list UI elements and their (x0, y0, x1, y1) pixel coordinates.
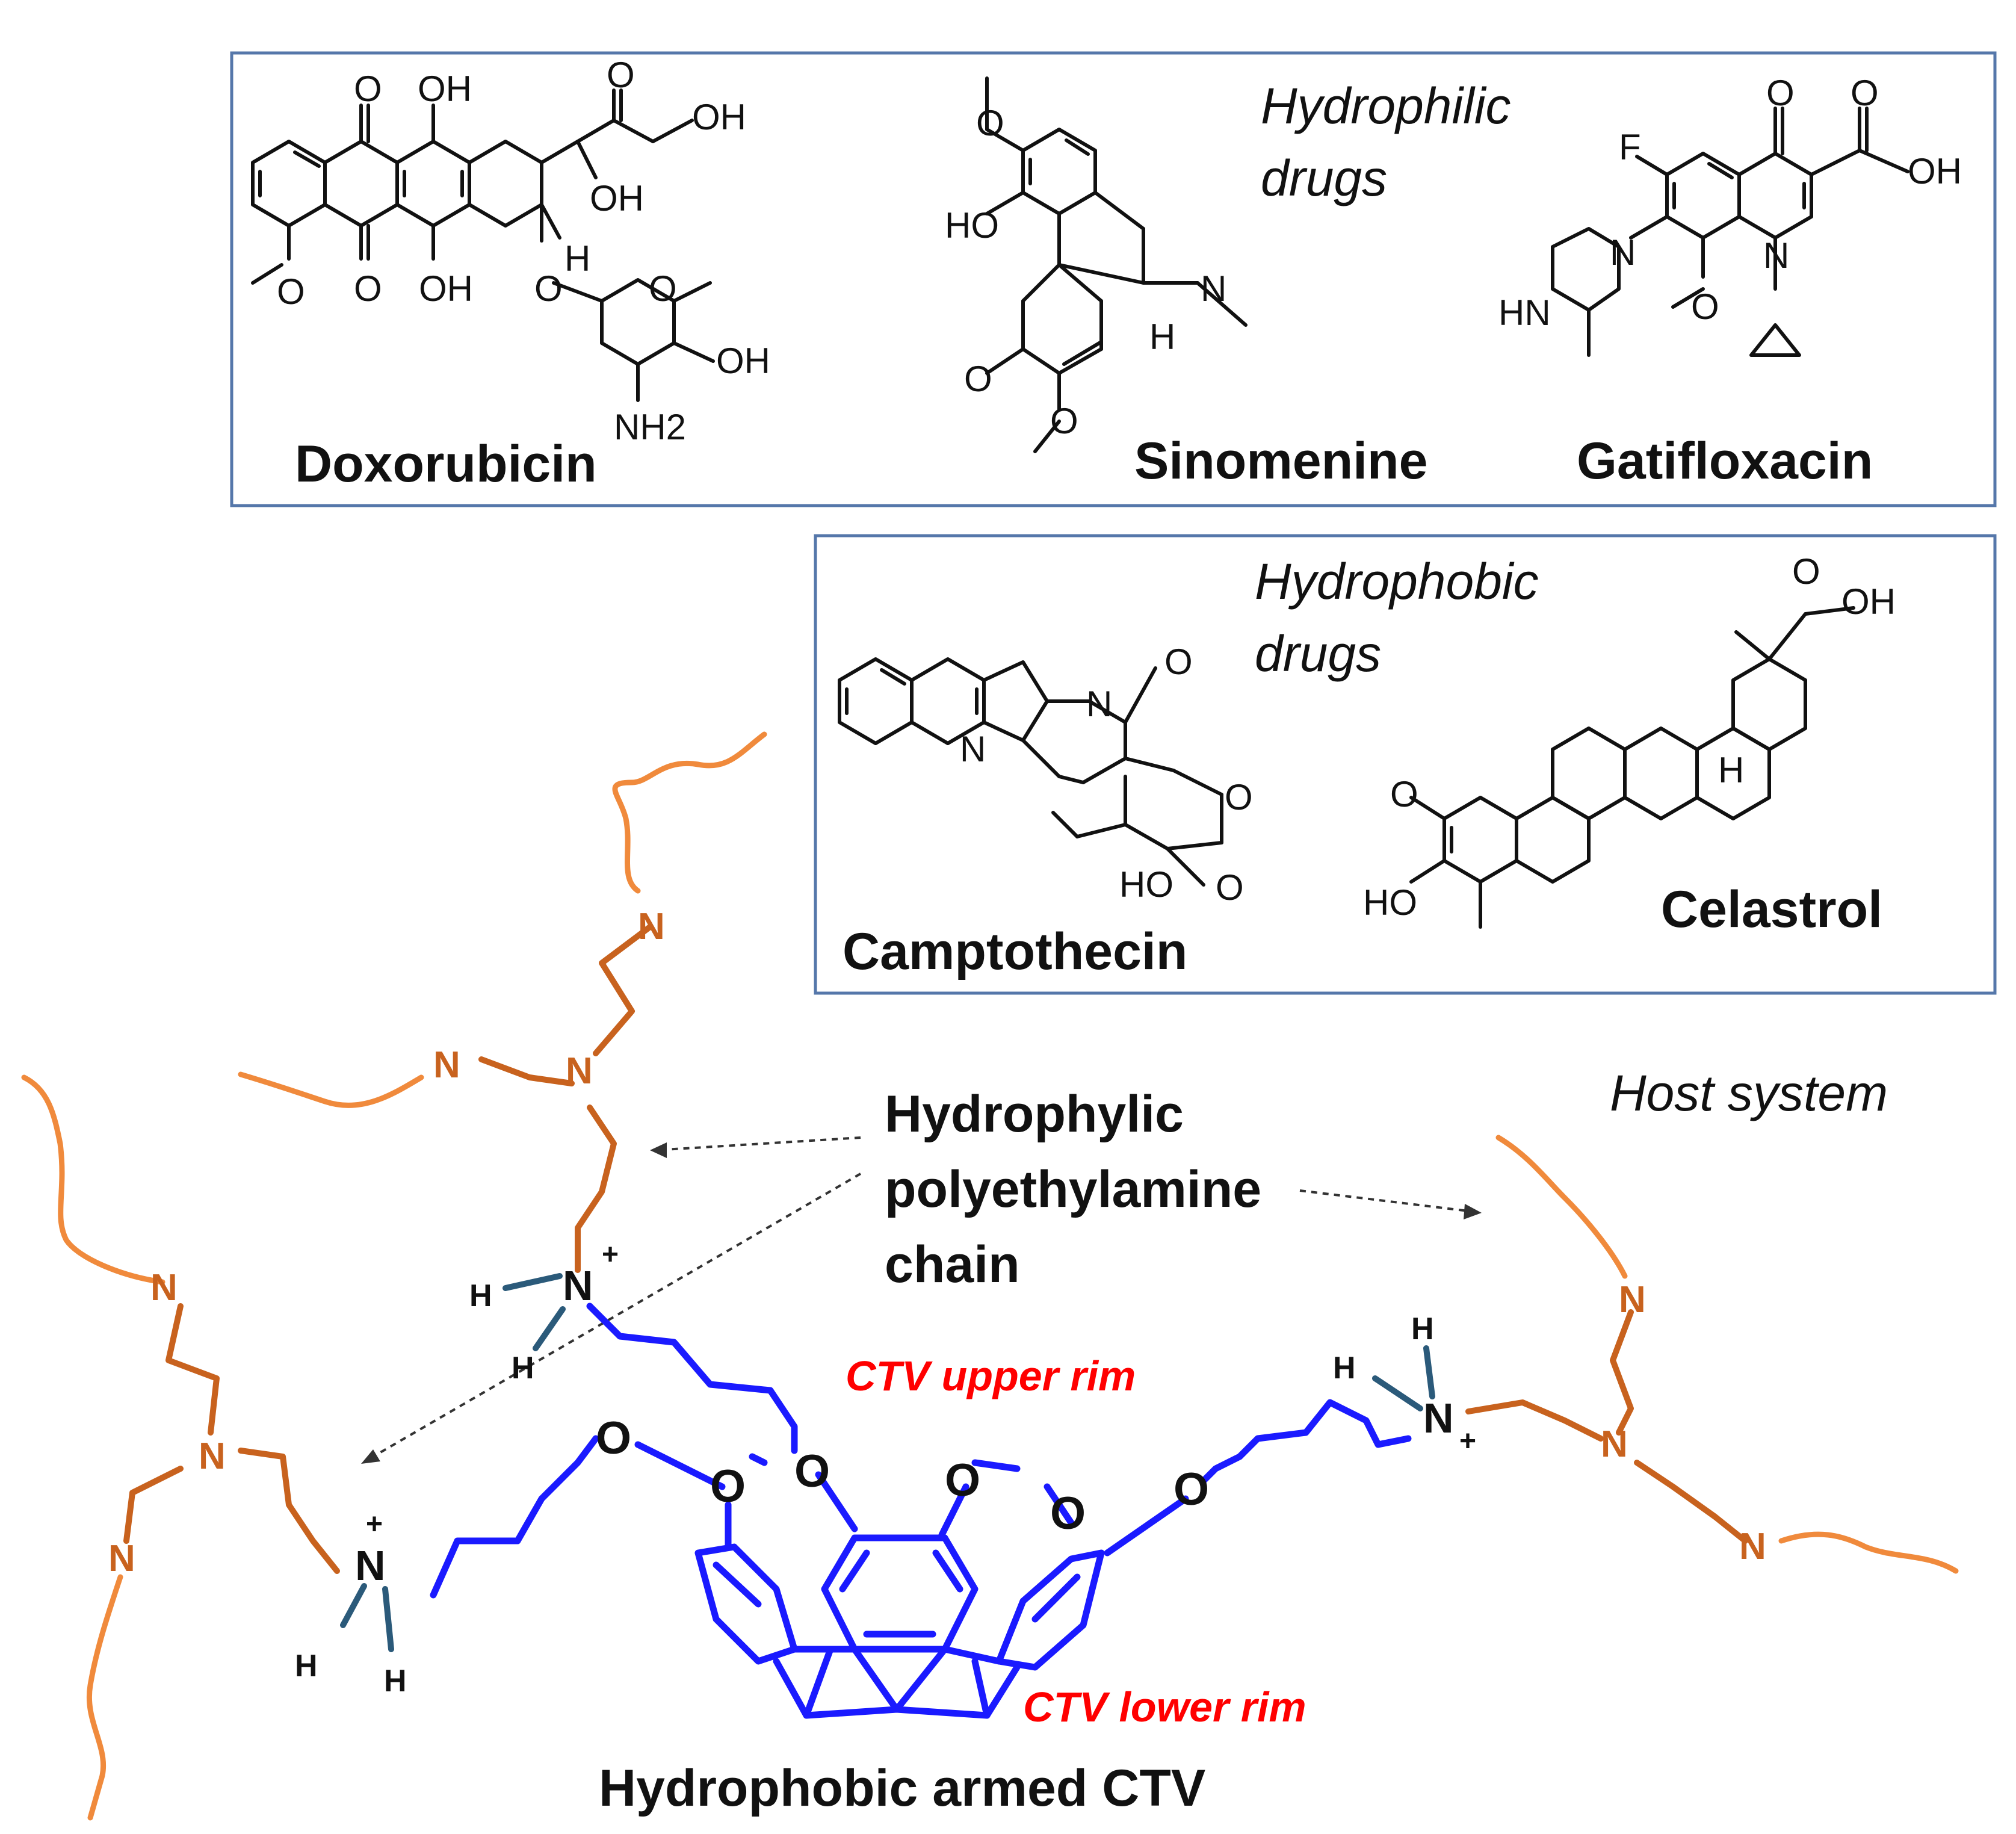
chain-right: N N N (1465, 1135, 1959, 1574)
hydrophilic-label-line2: drugs (1261, 150, 1387, 206)
ctv-core: O O O O O O (430, 1303, 1412, 1719)
ammonium-charge-upper: + (602, 1239, 619, 1271)
ammonium-charge-left: + (366, 1508, 383, 1540)
hydrophobic-label-line1: Hydrophobic (1255, 553, 1539, 610)
gati-o-methoxy: O (1691, 287, 1719, 327)
campto-ho: HO (1119, 864, 1173, 905)
cel-o-acid: O (1792, 551, 1820, 592)
ctv-o-3: O (794, 1446, 830, 1497)
dox-o-bottom: O (354, 268, 382, 309)
sino-n: N (1201, 268, 1226, 309)
dox-oh-tert: OH (590, 178, 644, 218)
ammonium-h-right-1: H (1333, 1351, 1356, 1386)
chain-n-9: N (1739, 1526, 1766, 1567)
hydrophilic-label-line1: Hydrophilic (1261, 78, 1511, 134)
cel-o-ketone: O (1390, 774, 1418, 814)
ammonium-n-upper: N (563, 1262, 593, 1309)
ammonium-h-upper-2: H (512, 1351, 534, 1386)
dox-o-ring: O (649, 268, 677, 309)
ctv-o-1: O (596, 1413, 631, 1464)
sino-o-ketone: O (964, 359, 992, 399)
gati-oh: OH (1908, 151, 1962, 191)
chain-n-6: N (108, 1538, 135, 1579)
drug-name-camptothecin: Camptothecin (843, 923, 1187, 981)
gati-o-acid: O (1851, 73, 1879, 113)
dox-o-methoxy: O (277, 271, 305, 312)
ammonium-n-right: N (1423, 1395, 1454, 1442)
chain-label-line2: polyethylamine (885, 1160, 1261, 1218)
ctv-core-label: Hydrophobic armed CTV (599, 1759, 1205, 1817)
chain-n-8: N (1601, 1424, 1628, 1465)
ammonium-h-left-2: H (384, 1664, 407, 1699)
dox-oh-sugar: OH (716, 341, 770, 381)
camptothecin-structure: N N O O HO O (838, 642, 1253, 908)
dox-o-top: O (354, 69, 382, 109)
campto-o-lactam: O (1164, 642, 1193, 682)
chain-left: N N N (21, 1074, 340, 1821)
sino-o-methoxy-bottom: O (1050, 401, 1078, 441)
gati-n-piperazine: N (1610, 232, 1636, 273)
drug-name-sinomenine: Sinomenine (1134, 432, 1427, 490)
ammonium-left: N + H H (295, 1508, 407, 1699)
hydrophobic-label-line2: drugs (1255, 625, 1381, 682)
ctv-o-2: O (710, 1461, 746, 1512)
cel-ho: HO (1363, 882, 1417, 923)
drug-name-gatifloxacin: Gatifloxacin (1577, 432, 1873, 490)
ammonium-h-right-2: H (1411, 1312, 1434, 1346)
doxorubicin-structure: O OH O OH OH O O OH O H O OH NH2 (251, 55, 770, 447)
gati-hn: HN (1498, 293, 1551, 333)
gatifloxacin-structure: O O OH F N N HN O (1498, 73, 1962, 357)
ctv-o-6: O (1173, 1464, 1209, 1515)
campto-o-ester: O (1216, 867, 1244, 908)
chain-n-5: N (199, 1436, 226, 1477)
drug-name-doxorubicin: Doxorubicin (295, 435, 597, 493)
sino-ho: HO (945, 205, 999, 246)
dox-oh-end: OH (692, 97, 746, 137)
sinomenine-structure: O HO N H O O (945, 76, 1248, 453)
ammonium-right: N + H H (1333, 1312, 1476, 1457)
dox-nh2: NH2 (614, 407, 686, 447)
ammonium-upper: N + H H (469, 1239, 619, 1386)
drug-name-celastrol: Celastrol (1661, 881, 1882, 938)
ammonium-h-upper-1: H (469, 1278, 492, 1313)
campto-o-ring: O (1225, 777, 1253, 817)
ammonium-n-left: N (355, 1542, 386, 1589)
campto-n-quinoline: N (960, 729, 986, 769)
ctv-lower-rim-label: CTV lower rim (1023, 1684, 1306, 1730)
ctv-o-5: O (1050, 1488, 1086, 1539)
campto-n-lactam: N (1086, 684, 1112, 724)
dox-oh-top: OH (418, 69, 472, 109)
chain-n-4: N (150, 1267, 178, 1309)
ammonium-h-left-1: H (295, 1649, 318, 1684)
dox-oh-bottom: OH (419, 268, 473, 309)
hydrophilic-drugs-panel (230, 51, 1997, 507)
chain-n-7: N (1619, 1279, 1646, 1321)
dox-h: H (564, 238, 590, 279)
chain-n-3: N (566, 1050, 593, 1092)
gati-o-keto: O (1766, 73, 1795, 113)
ctv-upper-rim-label: CTV upper rim (846, 1352, 1136, 1399)
sino-o-methoxy-top: O (976, 103, 1004, 143)
cel-oh: OH (1841, 581, 1896, 622)
chain-label-line3: chain (885, 1236, 1020, 1293)
chain-upper-left: N N N (238, 731, 767, 1273)
dox-o-glyco: O (534, 268, 563, 309)
chain-label-line1: Hydrophylic (885, 1085, 1184, 1143)
ammonium-charge-right: + (1459, 1425, 1476, 1457)
chain-n-2: N (433, 1044, 460, 1086)
host-system-title: Host system (1610, 1065, 1888, 1121)
gati-f: F (1619, 127, 1641, 167)
celastrol-structure: O OH H O HO (1363, 551, 1896, 929)
cel-h: H (1718, 750, 1744, 790)
gati-n-quinolone: N (1763, 235, 1789, 276)
sino-h: H (1149, 317, 1175, 357)
chain-n-1: N (638, 906, 665, 947)
ctv-o-4: O (945, 1455, 980, 1506)
pointer-arrows (361, 1136, 1482, 1464)
hydrophobic-drugs-panel (814, 534, 1997, 995)
dox-o-ketone: O (607, 55, 635, 95)
